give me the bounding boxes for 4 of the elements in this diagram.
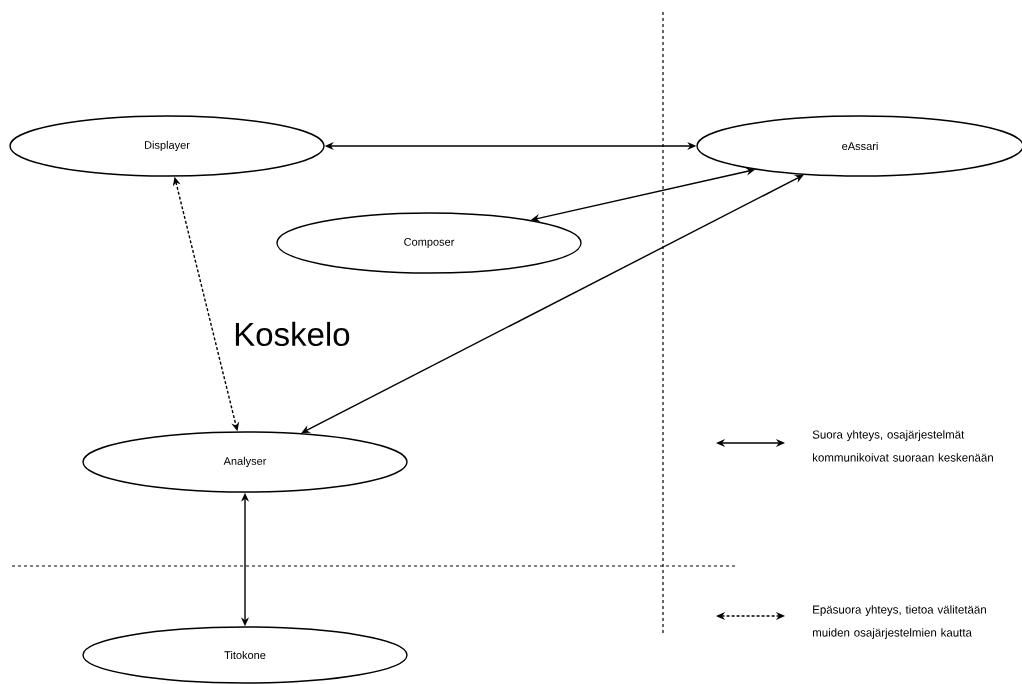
arrow — [301, 174, 804, 434]
legend-text: Suora yhteys, osajärjestelmät kommunikoivat suoraan keskenään — [812, 430, 993, 462]
legend-text: Epäsuora yhteys, tietoa välitetään muiden osajärjestelmien kautta — [812, 605, 986, 639]
title-label: Koskelo — [235, 321, 350, 347]
